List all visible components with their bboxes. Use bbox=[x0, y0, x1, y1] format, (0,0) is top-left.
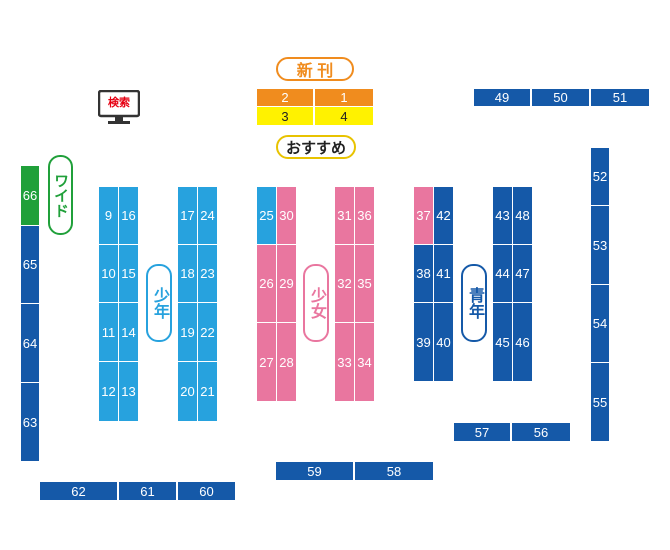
shelf-50[interactable]: 50 bbox=[532, 89, 590, 106]
shelf-58[interactable]: 58 bbox=[355, 462, 433, 480]
shelf-1[interactable]: 1 bbox=[315, 89, 373, 106]
shelf-42[interactable]: 42 bbox=[434, 187, 453, 245]
shelf-4[interactable]: 4 bbox=[315, 107, 373, 125]
shelf-64[interactable]: 64 bbox=[21, 304, 39, 383]
shelf-33[interactable]: 33 bbox=[335, 323, 354, 401]
shelf-52[interactable]: 52 bbox=[591, 148, 609, 206]
shelf-28[interactable]: 28 bbox=[277, 323, 296, 401]
shelf-62[interactable]: 62 bbox=[40, 482, 118, 500]
shelf-61[interactable]: 61 bbox=[119, 482, 177, 500]
shelf-11[interactable]: 11 bbox=[99, 303, 118, 362]
shelf-19[interactable]: 19 bbox=[178, 303, 197, 362]
shelf-57[interactable]: 57 bbox=[454, 423, 511, 441]
shelf-44[interactable]: 44 bbox=[493, 245, 512, 303]
shelf-45[interactable]: 45 bbox=[493, 303, 512, 381]
shelf-51[interactable]: 51 bbox=[591, 89, 649, 106]
seinen-label: 青年 bbox=[461, 264, 487, 342]
shelf-65[interactable]: 65 bbox=[21, 226, 39, 304]
shelf-3[interactable]: 3 bbox=[257, 107, 314, 125]
shelf-35[interactable]: 35 bbox=[355, 245, 374, 323]
monitor-icon bbox=[97, 89, 141, 124]
shelf-40[interactable]: 40 bbox=[434, 303, 453, 381]
shelf-66[interactable]: 66 bbox=[21, 166, 39, 226]
shelf-59[interactable]: 59 bbox=[276, 462, 354, 480]
shelf-18[interactable]: 18 bbox=[178, 245, 197, 303]
shelf-9[interactable]: 9 bbox=[99, 187, 118, 245]
shelf-12[interactable]: 12 bbox=[99, 362, 118, 421]
shelf-49[interactable]: 49 bbox=[474, 89, 531, 106]
shelf-47[interactable]: 47 bbox=[513, 245, 532, 303]
shonen-label: 少年 bbox=[146, 264, 172, 342]
shelf-27[interactable]: 27 bbox=[257, 323, 276, 401]
shelf-32[interactable]: 32 bbox=[335, 245, 354, 323]
shelf-24[interactable]: 24 bbox=[198, 187, 217, 245]
shelf-17[interactable]: 17 bbox=[178, 187, 197, 245]
shelf-37[interactable]: 37 bbox=[414, 187, 433, 245]
shelf-43[interactable]: 43 bbox=[493, 187, 512, 245]
shelf-36[interactable]: 36 bbox=[355, 187, 374, 245]
shelf-15[interactable]: 15 bbox=[119, 245, 138, 303]
shelf-2[interactable]: 2 bbox=[257, 89, 314, 106]
shelf-14[interactable]: 14 bbox=[119, 303, 138, 362]
shelf-21[interactable]: 21 bbox=[198, 362, 217, 421]
shelf-31[interactable]: 31 bbox=[335, 187, 354, 245]
shelf-25[interactable]: 25 bbox=[257, 187, 276, 245]
shelf-16[interactable]: 16 bbox=[119, 187, 138, 245]
shelf-60[interactable]: 60 bbox=[178, 482, 235, 500]
shelf-39[interactable]: 39 bbox=[414, 303, 433, 381]
shelf-41[interactable]: 41 bbox=[434, 245, 453, 303]
search-terminal[interactable]: 検索 bbox=[97, 89, 141, 126]
shelf-29[interactable]: 29 bbox=[277, 245, 296, 323]
shelf-48[interactable]: 48 bbox=[513, 187, 532, 245]
shelf-38[interactable]: 38 bbox=[414, 245, 433, 303]
shelf-55[interactable]: 55 bbox=[591, 363, 609, 441]
shinkan-label: 新 刊 bbox=[276, 57, 354, 81]
shelf-53[interactable]: 53 bbox=[591, 206, 609, 285]
wide-label: ワイド bbox=[48, 155, 73, 235]
shelf-26[interactable]: 26 bbox=[257, 245, 276, 323]
shelf-63[interactable]: 63 bbox=[21, 383, 39, 461]
shelf-23[interactable]: 23 bbox=[198, 245, 217, 303]
shelf-22[interactable]: 22 bbox=[198, 303, 217, 362]
search-label: 検索 bbox=[108, 97, 130, 109]
shelf-20[interactable]: 20 bbox=[178, 362, 197, 421]
shojo-label: 少女 bbox=[303, 264, 329, 342]
shelf-30[interactable]: 30 bbox=[277, 187, 296, 245]
shelf-34[interactable]: 34 bbox=[355, 323, 374, 401]
shelf-46[interactable]: 46 bbox=[513, 303, 532, 381]
shelf-56[interactable]: 56 bbox=[512, 423, 570, 441]
shelf-54[interactable]: 54 bbox=[591, 285, 609, 363]
shelf-10[interactable]: 10 bbox=[99, 245, 118, 303]
shelf-13[interactable]: 13 bbox=[119, 362, 138, 421]
osusume-label: おすすめ bbox=[276, 135, 356, 159]
